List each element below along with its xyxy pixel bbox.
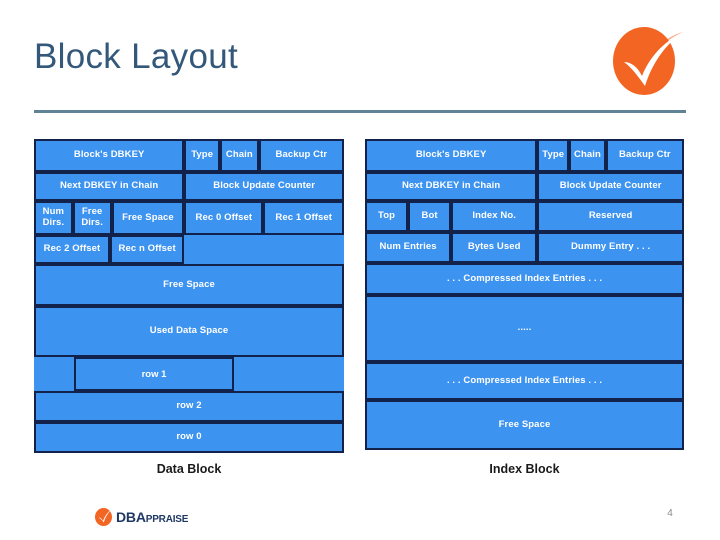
cell-row-2: row 2 bbox=[34, 391, 344, 422]
cell-num-entries: Num Entries bbox=[365, 232, 452, 263]
cell-bytes-used: Bytes Used bbox=[451, 232, 538, 263]
cell-dummy-entry: Dummy Entry . . . bbox=[537, 232, 684, 263]
cell-free-space: Free Space bbox=[365, 400, 684, 450]
cell-empty bbox=[184, 235, 344, 264]
cell-reserved: Reserved bbox=[537, 201, 684, 232]
cell-rec-0-offset: Rec 0 Offset bbox=[184, 201, 264, 235]
cell-rec-1-offset: Rec 1 Offset bbox=[263, 201, 344, 235]
index-block-compressed-entries-row-top: . . . Compressed Index Entries . . . bbox=[365, 263, 684, 295]
cell-num-dirs: Num Dirs. bbox=[34, 201, 73, 235]
index-block-caption: Index Block bbox=[489, 462, 560, 476]
page-title: Block Layout bbox=[34, 37, 238, 76]
footer-brand-logo: DBAPPRAISE bbox=[94, 505, 206, 529]
cell-top: Top bbox=[365, 201, 409, 232]
footer-check-icon bbox=[94, 507, 114, 527]
cell-type: Type bbox=[184, 139, 220, 172]
cell-row-0: row 0 bbox=[34, 422, 344, 453]
data-block-row-0-row: row 0 bbox=[34, 422, 344, 453]
cell-block-update-counter: Block Update Counter bbox=[184, 172, 344, 201]
footer-wordmark-tail: PPRAISE bbox=[145, 513, 189, 525]
cell-type: Type bbox=[537, 139, 570, 172]
cell-rec-n-offset: Rec n Offset bbox=[109, 235, 185, 264]
cell-index-no: Index No. bbox=[451, 201, 538, 232]
footer-wordmark-lead: DBA bbox=[116, 508, 146, 525]
data-block-used-data-space-row: Used Data Space bbox=[34, 306, 344, 357]
footer-wordmark: DBAPPRAISE bbox=[116, 510, 188, 525]
cell-next-dbkey-in-chain: Next DBKEY in Chain bbox=[365, 172, 538, 201]
cell-free-space: Free Space bbox=[34, 264, 344, 306]
cell-next-dbkey-in-chain: Next DBKEY in Chain bbox=[34, 172, 185, 201]
index-block-ellipsis-row: ..... bbox=[365, 295, 684, 362]
cell-chain: Chain bbox=[569, 139, 606, 172]
index-block-free-space-row: Free Space bbox=[365, 400, 684, 450]
data-block-row-1-inset-row: row 1 bbox=[34, 357, 344, 391]
index-block-compressed-entries-row-bottom: . . . Compressed Index Entries . . . bbox=[365, 362, 684, 400]
cell-block-s-dbkey: Block's DBKEY bbox=[34, 139, 185, 172]
cell-block-update-counter: Block Update Counter bbox=[537, 172, 684, 201]
cell-block-s-dbkey: Block's DBKEY bbox=[365, 139, 538, 172]
cell-chain: Chain bbox=[219, 139, 259, 172]
data-block-free-space-row: Free Space bbox=[34, 264, 344, 306]
cell-rec-2-offset: Rec 2 Offset bbox=[34, 235, 110, 264]
cell-backup-ctr: Backup Ctr bbox=[605, 139, 684, 172]
cell-compressed-index-entries: . . . Compressed Index Entries . . . bbox=[365, 362, 684, 400]
cell-backup-ctr: Backup Ctr bbox=[258, 139, 344, 172]
cell-bot: Bot bbox=[408, 201, 452, 232]
cell-free-dirs: Free Dirs. bbox=[72, 201, 112, 235]
title-divider bbox=[34, 110, 686, 113]
orange-check-logo-icon bbox=[608, 24, 686, 98]
row-1-inset-cell: row 1 bbox=[74, 357, 234, 391]
cell-empty: ..... bbox=[365, 295, 684, 362]
data-block-row-2-row: row 2 bbox=[34, 391, 344, 422]
cell-used-data-space: Used Data Space bbox=[34, 306, 344, 357]
page-number: 4 bbox=[667, 508, 673, 519]
cell-compressed-index-entries: . . . Compressed Index Entries . . . bbox=[365, 263, 684, 295]
cell-free-space: Free Space bbox=[111, 201, 185, 235]
data-block-caption: Data Block bbox=[156, 462, 222, 476]
